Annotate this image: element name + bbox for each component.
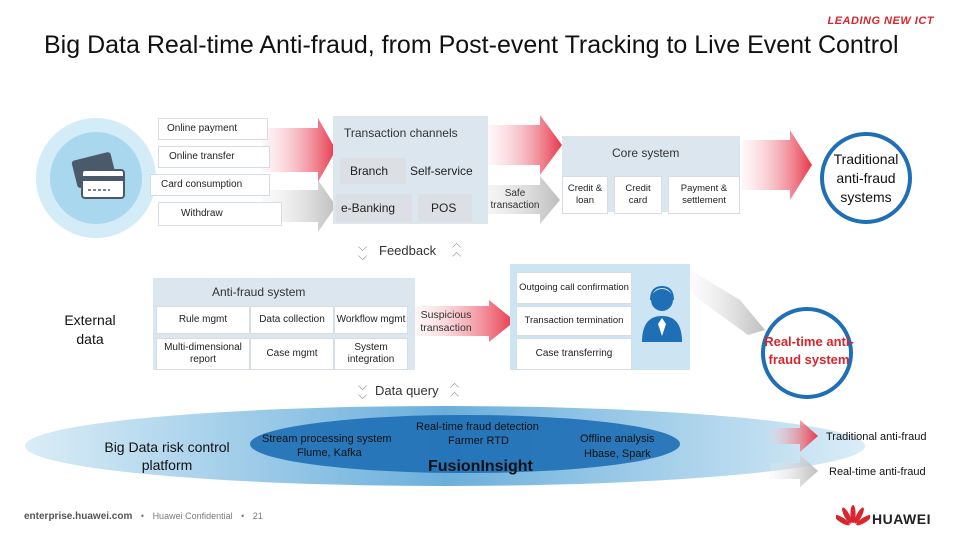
antifraud-system-integration: System integration	[334, 338, 408, 370]
antifraud-data-collection: Data collection	[250, 306, 334, 334]
channel-self-service: Self-service	[410, 164, 473, 178]
huawei-brand-name: HUAWEI	[872, 511, 931, 527]
external-data-label: External data	[64, 312, 116, 347]
footer-page: 21	[252, 511, 263, 521]
rtd-tool: Farmer RTD	[448, 435, 509, 447]
core-system-title: Core system	[612, 146, 680, 160]
antifraud-multi-report: Multi-dimensional report	[156, 338, 250, 370]
action-case-transferring: Case transferring	[516, 338, 632, 370]
dataquery-chevron-up-icon: ⌵⌵	[450, 380, 460, 403]
fusioninsight-label: FusionInsight	[428, 458, 533, 475]
antifraud-workflow-mgmt: Workflow mgmt	[334, 306, 408, 334]
platform-ellipse-inner	[250, 415, 680, 473]
arrow-to-realtime	[690, 270, 765, 335]
footer-confidential: Huawei Confidential	[152, 511, 233, 521]
channels-title: Transaction channels	[344, 126, 458, 140]
antifraud-title: Anti-fraud system	[212, 285, 306, 299]
payment-card-consumption: Card consumption	[150, 174, 270, 196]
feedback-label: Feedback	[379, 243, 437, 258]
channel-pos-bg	[418, 194, 472, 222]
dataquery-chevron-down-icon: ⌵⌵	[358, 379, 368, 402]
operator-person-icon	[640, 284, 684, 344]
channel-ebanking: e-Banking	[341, 201, 396, 215]
legend-arrow-realtime	[770, 455, 818, 487]
channel-ebanking-bg	[336, 194, 412, 222]
arrow-payments-to-channels	[262, 118, 336, 182]
offline-analysis: Offline analysis	[580, 433, 655, 445]
payment-withdraw: Withdraw	[158, 202, 282, 226]
channel-pos: POS	[431, 201, 457, 215]
arrow-channels-to-safe	[470, 176, 560, 224]
footer: enterprise.huawei.com • Huawei Confident…	[24, 511, 263, 522]
antifraud-rule-mgmt: Rule mgmt	[156, 306, 250, 334]
legend-realtime: Real-time anti-fraud	[829, 466, 926, 478]
traditional-circle	[820, 132, 912, 224]
payment-online-payment: Online payment	[158, 118, 268, 140]
core-payment-settlement: Payment & settlement	[668, 176, 740, 214]
channel-branch: Branch	[350, 164, 389, 178]
action-termination: Transaction termination	[516, 306, 632, 336]
huawei-flower-logo-icon	[834, 505, 872, 531]
action-outgoing-call: Outgoing call confirmation	[516, 272, 632, 304]
feedback-chevron-up-icon: ⌵⌵	[452, 240, 462, 263]
footer-site: enterprise.huawei.com	[24, 511, 133, 522]
big-data-platform: Big Data risk control platform	[104, 439, 230, 473]
realtime-label: Real-time anti-fraud system	[764, 334, 854, 367]
suspicious-arrow	[415, 300, 515, 342]
page-title: Big Data Real-time Anti-fraud, from Post…	[44, 31, 899, 59]
data-query-label: Data query	[375, 383, 439, 398]
brand-tagline: LEADING NEW ICT	[827, 15, 934, 27]
realtime-circle	[761, 307, 853, 399]
core-credit-loan: Credit & loan	[562, 176, 608, 214]
credit-card-icon	[70, 150, 130, 206]
channel-branch-bg	[340, 158, 406, 184]
legend-arrow-traditional	[770, 420, 818, 452]
arrow-core-to-traditional	[742, 130, 812, 200]
offline-tools: Hbase, Spark	[584, 448, 651, 460]
payment-online-transfer: Online transfer	[158, 146, 270, 168]
core-credit-card: Credit card	[614, 176, 662, 214]
suspicious-transaction: Suspicious transaction	[420, 309, 472, 334]
legend-traditional: Traditional anti-fraud	[826, 431, 927, 443]
safe-transaction: Safe transaction	[490, 188, 540, 211]
antifraud-case-mgmt: Case mgmt	[250, 338, 334, 370]
stream-processing: Stream processing system	[262, 433, 392, 445]
stream-tools: Flume, Kafka	[297, 447, 362, 459]
arrow-channels-to-core	[488, 115, 562, 175]
feedback-chevron-down-icon: ⌵⌵	[358, 240, 368, 263]
traditional-label: Traditional anti-fraud systems	[833, 150, 899, 205]
rtd-title: Real-time fraud detection	[416, 421, 539, 433]
